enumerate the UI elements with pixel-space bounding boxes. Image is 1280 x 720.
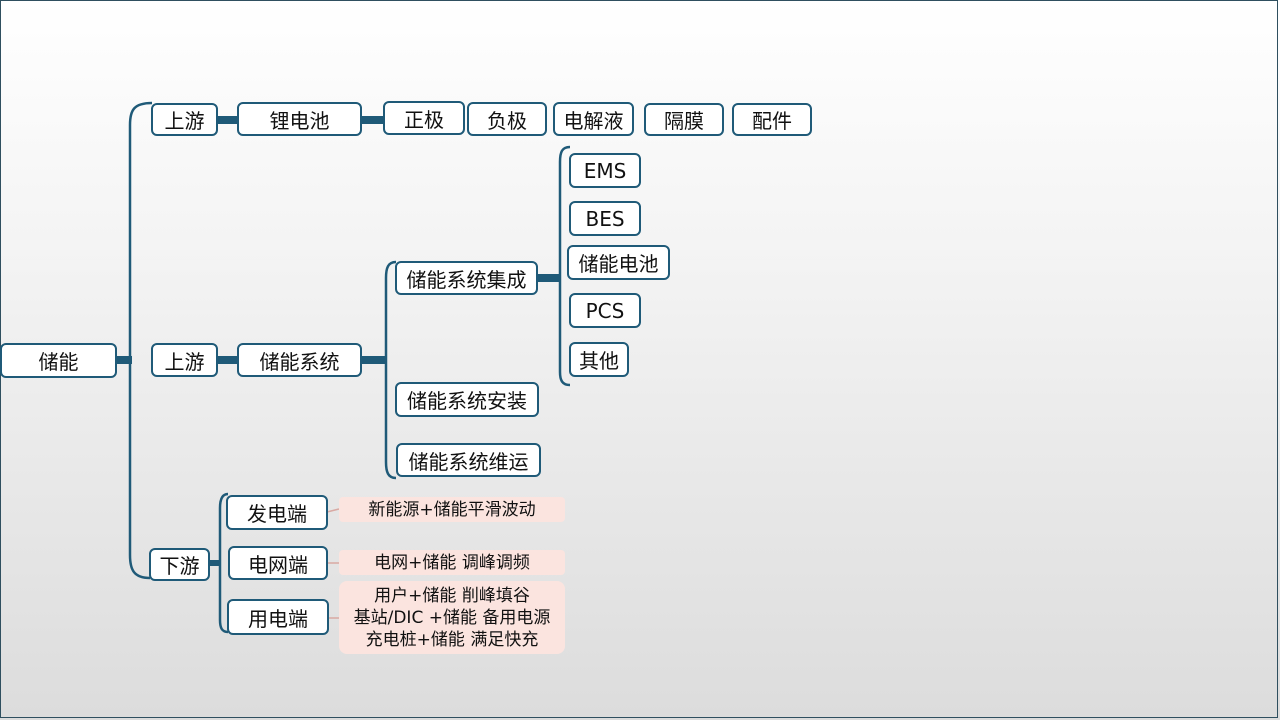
material-node-cathode: 正极: [383, 101, 465, 135]
bar-root: [116, 356, 132, 364]
system-bracket: [384, 260, 397, 480]
consumer-end-node: 用电端: [227, 599, 329, 635]
root-node: 储能: [0, 343, 117, 378]
root-bracket: [128, 101, 153, 580]
consumer-note-line-1: 用户+储能 削峰填谷: [374, 585, 530, 606]
consumer-note-line-2: 基站/DIC +储能 备用电源: [353, 607, 551, 628]
storage-system-node: 储能系统: [237, 343, 362, 377]
consumer-note: 用户+储能 削峰填谷 基站/DIC +储能 备用电源 充电桩+储能 满足快充: [339, 581, 565, 654]
integration-part-bes: BES: [569, 201, 641, 236]
generation-end-node: 发电端: [226, 495, 328, 530]
grid-end-node: 电网端: [228, 546, 328, 580]
bar-down: [209, 560, 221, 566]
material-node-separator: 隔膜: [644, 103, 724, 136]
integration-part-pcs: PCS: [569, 293, 641, 328]
integration-part-ems: EMS: [569, 153, 641, 188]
bar-system: [361, 356, 387, 364]
upstream-node-2: 上游: [151, 343, 218, 377]
consumer-note-line-3: 充电桩+储能 满足快充: [365, 629, 539, 650]
generation-note: 新能源+储能平滑波动: [339, 497, 565, 522]
bar-battery: [361, 116, 383, 124]
system-installation-node: 储能系统安装: [395, 382, 539, 417]
material-node-anode: 负极: [467, 102, 547, 136]
bar-up1: [218, 116, 238, 124]
grid-note: 电网+储能 调峰调频: [339, 550, 565, 575]
material-node-accessories: 配件: [732, 103, 812, 136]
integration-part-battery: 储能电池: [567, 245, 670, 280]
downstream-node: 下游: [149, 548, 210, 581]
bar-integration: [537, 274, 561, 282]
note-link-1: [326, 508, 340, 513]
system-maintenance-node: 储能系统维运: [396, 443, 541, 477]
upstream-node-1: 上游: [151, 103, 218, 136]
material-node-electrolyte: 电解液: [553, 102, 634, 136]
system-integration-node: 储能系统集成: [395, 261, 538, 295]
generation-note-text: 新能源+储能平滑波动: [368, 499, 536, 520]
lithium-battery-node: 锂电池: [237, 102, 362, 136]
grid-note-text: 电网+储能 调峰调频: [374, 552, 530, 573]
integration-bracket: [558, 145, 571, 387]
integration-part-other: 其他: [569, 342, 629, 377]
bar-up2: [218, 356, 238, 364]
